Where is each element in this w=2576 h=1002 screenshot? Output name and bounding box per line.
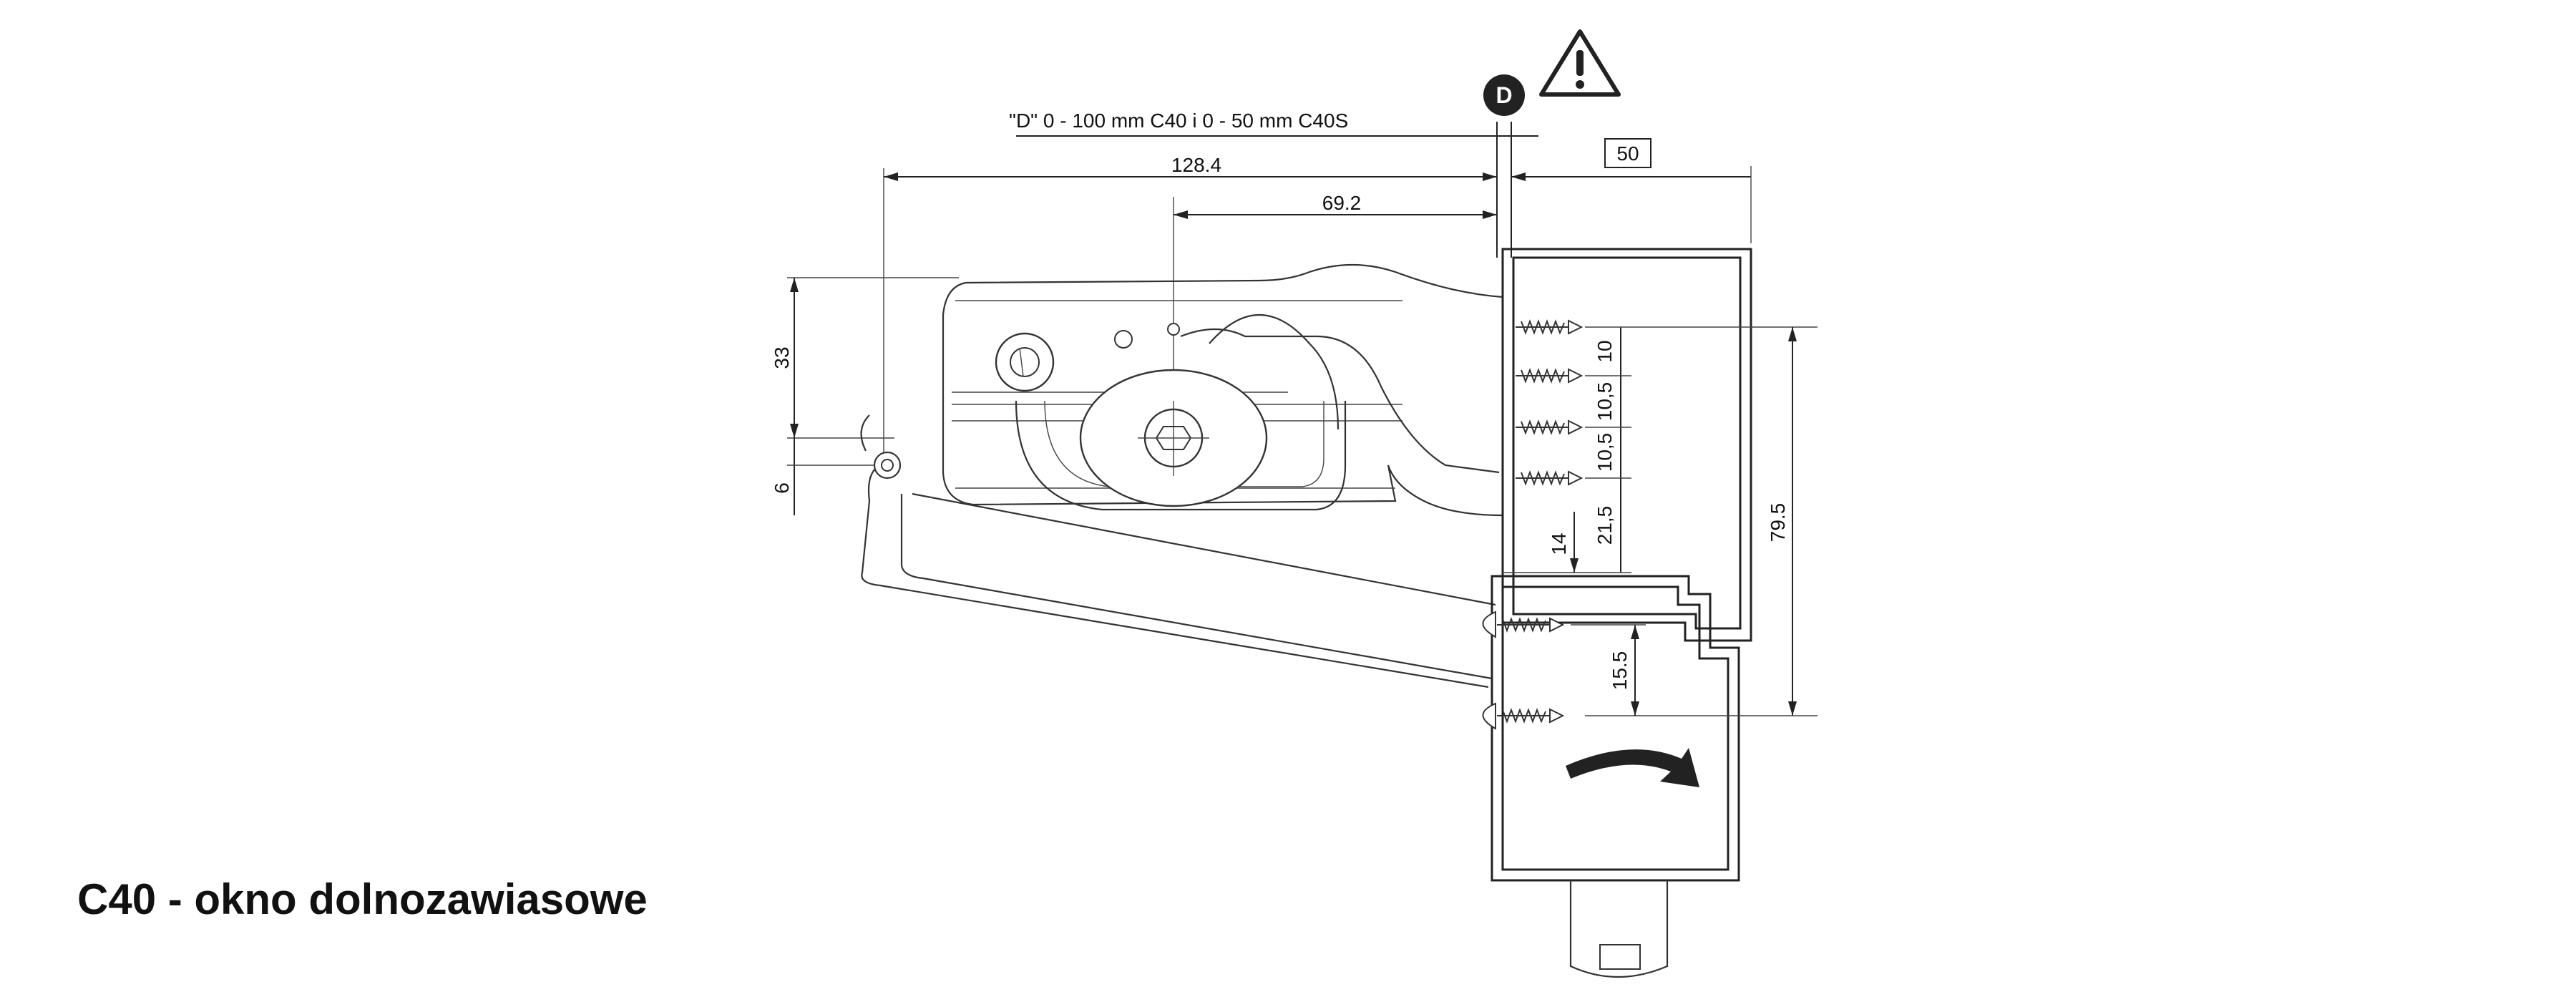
- sash-screws: [1482, 611, 1563, 730]
- dim-label-128: 128.4: [1171, 154, 1221, 176]
- d-marker-letter: D: [1496, 82, 1512, 108]
- warning-icon: [1539, 29, 1621, 97]
- dim-label-10-5-a: 10,5: [1594, 382, 1616, 422]
- sash-profile: [1491, 575, 1740, 978]
- range-note-label: "D" 0 - 100 mm C40 i 0 - 50 mm C40S: [1009, 110, 1348, 132]
- dim-label-21-5: 21,5: [1594, 506, 1616, 545]
- dim-label-33: 33: [771, 346, 793, 369]
- dim-label-10: 10: [1594, 340, 1616, 362]
- arrow-icon: [1566, 748, 1699, 787]
- dim-label-6: 6: [771, 482, 793, 494]
- dim-label-14: 14: [1548, 532, 1570, 555]
- dim-label-10-5-b: 10,5: [1594, 433, 1616, 472]
- d-marker: D: [1483, 74, 1525, 116]
- frame-screws: [1515, 320, 1582, 485]
- dim-label-15-5: 15.5: [1609, 651, 1631, 691]
- dim-box-50: [1604, 138, 1652, 168]
- dim-label-79-5: 79.5: [1767, 503, 1789, 543]
- link-arm: [860, 414, 1496, 689]
- dim-label-50: 50: [1616, 142, 1639, 165]
- handle-mechanism: [942, 263, 1504, 517]
- dim-label-69: 69.2: [1322, 192, 1362, 214]
- diagram-caption: C40 - okno dolnozawiasowe: [77, 875, 648, 923]
- frame-profile: [1501, 248, 1752, 642]
